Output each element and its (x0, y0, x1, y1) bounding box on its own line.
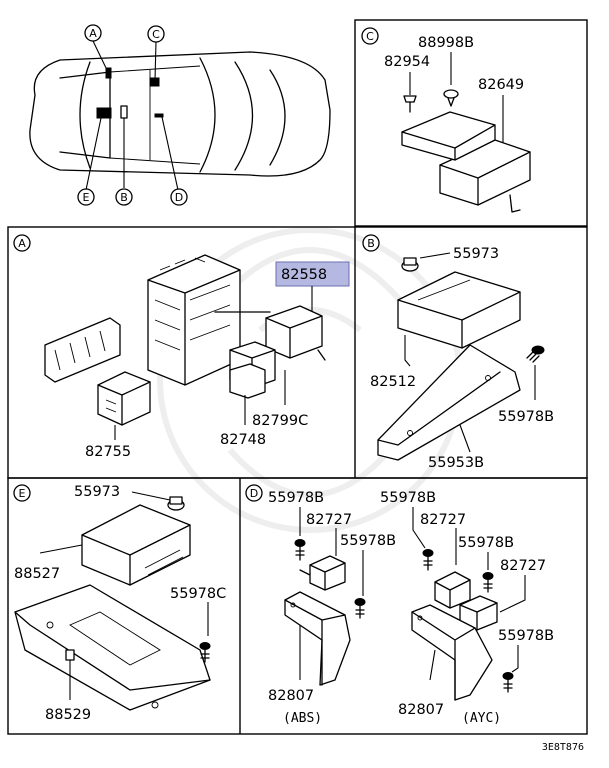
svg-text:E: E (19, 487, 26, 500)
svg-text:A: A (18, 237, 26, 250)
part-label-d-82727-2: 82727 (420, 512, 466, 528)
relay-d-82727-1 (299, 555, 346, 591)
panel-b: B 55973 82512 55953B 55978B (362, 234, 554, 471)
sublabel-abs: (ABS) (283, 711, 322, 726)
module-82649 (401, 111, 531, 213)
diagram-code: 3E8T876 (542, 742, 584, 753)
part-label-55953b: 55953B (428, 455, 484, 471)
panel-a: A 82558 82799C 82748 (13, 234, 350, 460)
bolt-82954 (403, 95, 417, 113)
svg-text:C: C (152, 28, 160, 41)
location-c-box (149, 77, 160, 87)
relay-d-82727-2 (434, 571, 471, 609)
part-label-55973-e: 55973 (74, 484, 120, 500)
marker-b: B (115, 188, 133, 206)
part-label-88529: 88529 (45, 707, 91, 723)
part-label-d-55978b-1: 55978B (268, 490, 324, 506)
panel-d: D 55978B 82727 55978B 82807 (ABS) (245, 484, 554, 726)
bolt-55978c (199, 642, 211, 663)
part-label-82649: 82649 (478, 77, 524, 93)
part-label-d-55978b-2: 55978B (340, 533, 396, 549)
part-label-d-55978b-3: 55978B (380, 490, 436, 506)
part-label-d-82807-2: 82807 (398, 702, 444, 718)
part-label-82954: 82954 (384, 54, 430, 70)
part-label-55978b-b: 55978B (498, 409, 554, 425)
part-label-82512: 82512 (370, 374, 416, 390)
location-b-box (120, 105, 128, 119)
part-label-55978c: 55978C (170, 586, 226, 602)
location-d-box (154, 113, 164, 118)
module-88527 (81, 504, 191, 586)
part-label-d-82727-1: 82727 (306, 512, 352, 528)
svg-text:A: A (89, 27, 97, 40)
part-label-82558: 82558 (281, 267, 327, 283)
svg-text:B: B (120, 191, 128, 204)
part-label-88527: 88527 (14, 566, 60, 582)
marker-d: D (170, 188, 188, 206)
bracket-abs (284, 591, 351, 686)
panel-frames (7, 19, 588, 735)
bolt-d-5 (502, 672, 514, 693)
bolt-d-3 (422, 549, 434, 571)
marker-c: C (147, 25, 165, 43)
bracket-ayc (411, 604, 493, 701)
sublabel-ayc: (AYC) (462, 711, 501, 726)
nut-55973-b (401, 257, 419, 272)
part-label-82799c: 82799C (252, 413, 308, 429)
car-overview (29, 40, 331, 191)
svg-text:D: D (250, 487, 258, 500)
bracket-left (44, 317, 121, 383)
svg-text:B: B (367, 237, 375, 250)
part-label-d-82727-3: 82727 (500, 558, 546, 574)
bracket-88529 (14, 584, 211, 711)
nut-55973-e (167, 496, 185, 511)
panel-c: C 88998B 82954 82649 (361, 27, 531, 213)
part-label-82755: 82755 (85, 444, 131, 460)
clip-88529 (65, 649, 75, 661)
svg-text:E: E (83, 191, 90, 204)
marker-e: E (77, 188, 95, 206)
location-e-box (96, 107, 112, 119)
bracket-55953b (377, 344, 521, 461)
clip-88998b (443, 89, 459, 107)
bolt-d-1 (294, 539, 306, 561)
part-label-d-55978b-5: 55978B (498, 628, 554, 644)
part-label-82748: 82748 (220, 432, 266, 448)
module-82512 (397, 271, 521, 349)
bolt-d-4 (482, 572, 494, 593)
part-label-88998b: 88998B (418, 35, 474, 51)
relays-82748-82799c (229, 341, 276, 399)
marker-a: A (84, 24, 102, 42)
svg-text:C: C (366, 30, 374, 43)
part-label-d-82807-1: 82807 (268, 688, 314, 704)
svg-text:D: D (175, 191, 183, 204)
part-label-55973-b: 55973 (453, 246, 499, 262)
part-label-d-55978b-4: 55978B (458, 535, 514, 551)
bolt-55978b-b (526, 345, 545, 363)
relay-82755 (97, 371, 151, 426)
panel-e: E 55973 88527 88529 55978C (13, 484, 226, 723)
location-a-box (105, 67, 112, 79)
bolt-d-2 (354, 598, 366, 619)
